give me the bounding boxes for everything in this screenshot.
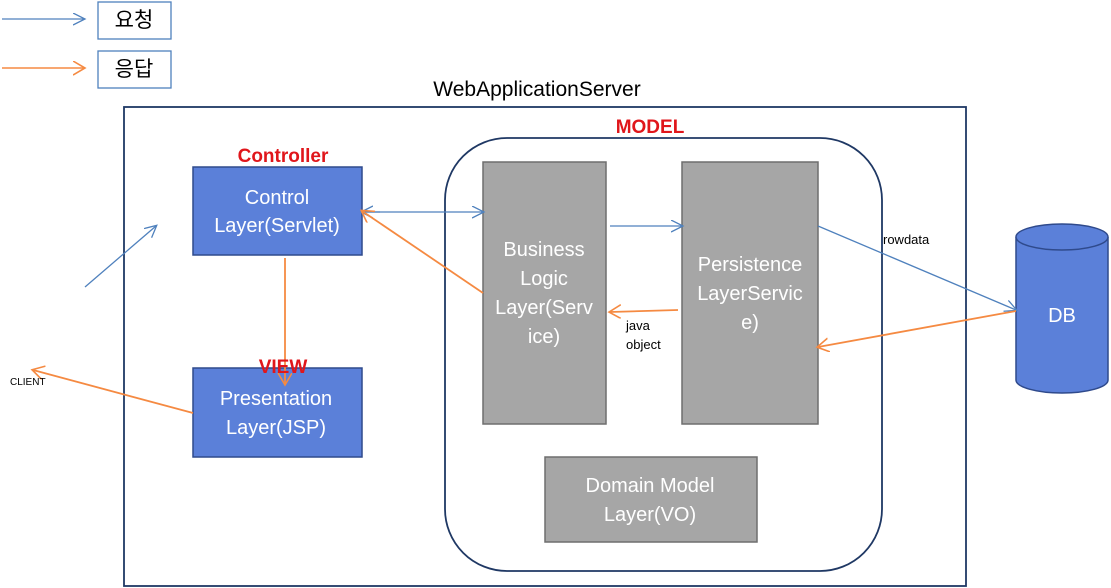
legend-response-box (97, 50, 172, 89)
business-logic-line4: ice) (528, 326, 560, 348)
rowdata-label: rowdata (883, 232, 930, 247)
control-layer-line2: Layer(Servlet) (214, 215, 340, 237)
object-label: object (626, 337, 661, 352)
domain-model-line2: Layer(VO) (604, 504, 696, 526)
persistence-line3: e) (741, 312, 759, 334)
business-logic-box (482, 161, 607, 425)
domain-model-box (544, 456, 758, 543)
response-arrow-db-to-persistence (818, 310, 1017, 347)
response-arrow-business-to-controller (362, 211, 484, 294)
client-label: CLIENT (10, 377, 46, 388)
request-arrow-client-in (84, 226, 156, 288)
control-layer-box (192, 166, 363, 256)
db-cylinder (1015, 223, 1109, 394)
legend: 요청 응답 (2, 1, 172, 89)
presentation-layer-line2: Layer(JSP) (226, 417, 326, 439)
persistence-line1: Persistence (698, 254, 803, 276)
server-title: WebApplicationServer (433, 78, 640, 101)
presentation-layer-line1: Presentation (220, 388, 332, 410)
model-label: MODEL (616, 117, 685, 138)
persistence-box (681, 161, 819, 425)
business-logic-line1: Business (503, 239, 584, 261)
request-arrow-persistence-to-db (817, 225, 1016, 310)
persistence-line2: LayerServic (697, 283, 803, 305)
db-label: DB (1048, 305, 1076, 327)
business-logic-line3: Layer(Serv (495, 297, 593, 319)
controller-label: Controller (238, 146, 329, 167)
model-container (444, 137, 883, 572)
legend-request-box (97, 1, 172, 40)
domain-model-line1: Domain Model (586, 475, 715, 497)
server-frame (123, 106, 967, 587)
response-arrow-persistence-to-business (610, 310, 679, 312)
legend-response-label: 응답 (115, 57, 154, 81)
legend-request-label: 요청 (115, 8, 154, 32)
presentation-layer-box (192, 367, 363, 458)
view-label: VIEW (259, 357, 308, 378)
control-layer-line1: Control (245, 187, 309, 209)
response-arrow-view-to-client (33, 370, 194, 414)
java-label: java (625, 318, 651, 333)
business-logic-line2: Logic (520, 268, 568, 290)
